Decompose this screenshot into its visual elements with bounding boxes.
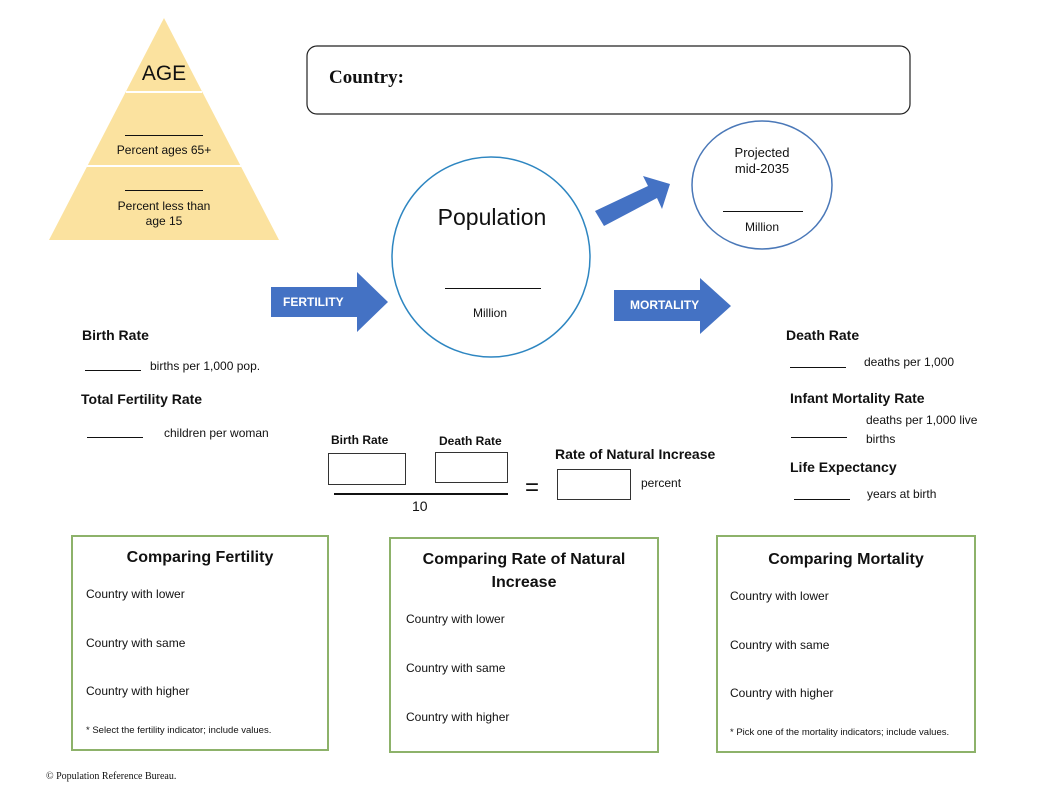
death-rate-unit: deaths per 1,000 [864, 355, 955, 369]
projected-title-line2: mid-2035 [734, 161, 790, 176]
comparing-fertility-box: Comparing Fertility Country with lower C… [71, 535, 329, 751]
life-expectancy-unit: years at birth [867, 487, 937, 501]
birth-rate-blank[interactable] [85, 370, 141, 371]
pct-under15-label-line2: age 15 [145, 214, 183, 228]
birth-rate-heading: Birth Rate [82, 327, 149, 343]
imr-unit-line1: deaths per 1,000 live [866, 413, 978, 427]
mortality-lower-row[interactable]: Country with lower [730, 589, 829, 603]
population-title: Population [437, 204, 547, 230]
rni-input[interactable] [557, 469, 631, 500]
death-rate-heading: Death Rate [786, 327, 860, 343]
fertility-lower-row[interactable]: Country with lower [86, 587, 185, 601]
rni-lower-row[interactable]: Country with lower [406, 612, 505, 626]
population-blank[interactable] [445, 288, 541, 289]
country-label: Country: [329, 67, 404, 88]
life-expectancy-blank[interactable] [794, 499, 850, 500]
projected-unit: Million [744, 220, 779, 234]
rni-unit: percent [641, 476, 682, 490]
pct-under15-blank[interactable] [125, 190, 203, 191]
fertility-arrow [271, 272, 388, 332]
tfr-heading: Total Fertility Rate [81, 391, 203, 407]
fertility-higher-row[interactable]: Country with higher [86, 684, 190, 698]
pct-under15-label-line1: Percent less than [117, 199, 211, 213]
projected-circle [691, 120, 833, 250]
formula-birth-rate-label: Birth Rate [331, 433, 389, 447]
imr-heading: Infant Mortality Rate [790, 390, 925, 406]
tfr-blank[interactable] [87, 437, 143, 438]
rni-higher-row[interactable]: Country with higher [406, 710, 510, 724]
projection-arrow [595, 176, 670, 226]
fertility-note: * Select the fertility indicator; includ… [86, 725, 272, 736]
formula-death-rate-label: Death Rate [439, 434, 502, 448]
mortality-arrow [614, 278, 731, 334]
mortality-arrow-label: MORTALITY [630, 298, 700, 312]
comparing-mortality-title: Comparing Mortality [768, 551, 924, 568]
comparing-fertility-title: Comparing Fertility [126, 549, 274, 566]
formula-birth-rate-input[interactable] [328, 453, 406, 485]
imr-unit-line2: births [866, 432, 896, 446]
age-title: AGE [141, 62, 187, 85]
life-expectancy-heading: Life Expectancy [790, 459, 897, 475]
imr-blank[interactable] [791, 437, 847, 438]
mortality-same-row[interactable]: Country with same [730, 638, 830, 652]
formula-death-rate-input[interactable] [435, 452, 508, 483]
tfr-unit: children per woman [164, 426, 269, 440]
projected-blank[interactable] [723, 211, 803, 212]
fertility-arrow-label: FERTILITY [283, 295, 344, 309]
formula-equals: = [525, 474, 540, 501]
rni-same-row[interactable]: Country with same [406, 661, 506, 675]
mortality-higher-row[interactable]: Country with higher [730, 686, 834, 700]
death-rate-blank[interactable] [790, 367, 846, 368]
comparing-rni-title-line1: Comparing Rate of Natural [422, 551, 626, 568]
copyright-footer: © Population Reference Bureau. [46, 771, 177, 782]
country-input[interactable] [420, 60, 890, 96]
rni-label: Rate of Natural Increase [555, 446, 716, 462]
pct-65-label: Percent ages 65+ [116, 143, 212, 157]
mortality-note: * Pick one of the mortality indicators; … [730, 727, 950, 738]
age-pyramid [49, 18, 279, 240]
comparing-rni-title-line2: Increase [491, 574, 557, 591]
pct-65-blank[interactable] [125, 135, 203, 136]
birth-rate-unit: births per 1,000 pop. [150, 359, 261, 373]
formula-divisor: 10 [412, 498, 428, 514]
fertility-same-row[interactable]: Country with same [86, 636, 186, 650]
comparing-mortality-box: Comparing Mortality Country with lower C… [716, 535, 976, 753]
country-box-frame [306, 45, 911, 115]
population-circle [391, 156, 591, 358]
population-unit: Million [472, 306, 507, 320]
projected-title-line1: Projected [734, 145, 790, 160]
comparing-rni-box: Comparing Rate of Natural Increase Count… [389, 537, 659, 753]
